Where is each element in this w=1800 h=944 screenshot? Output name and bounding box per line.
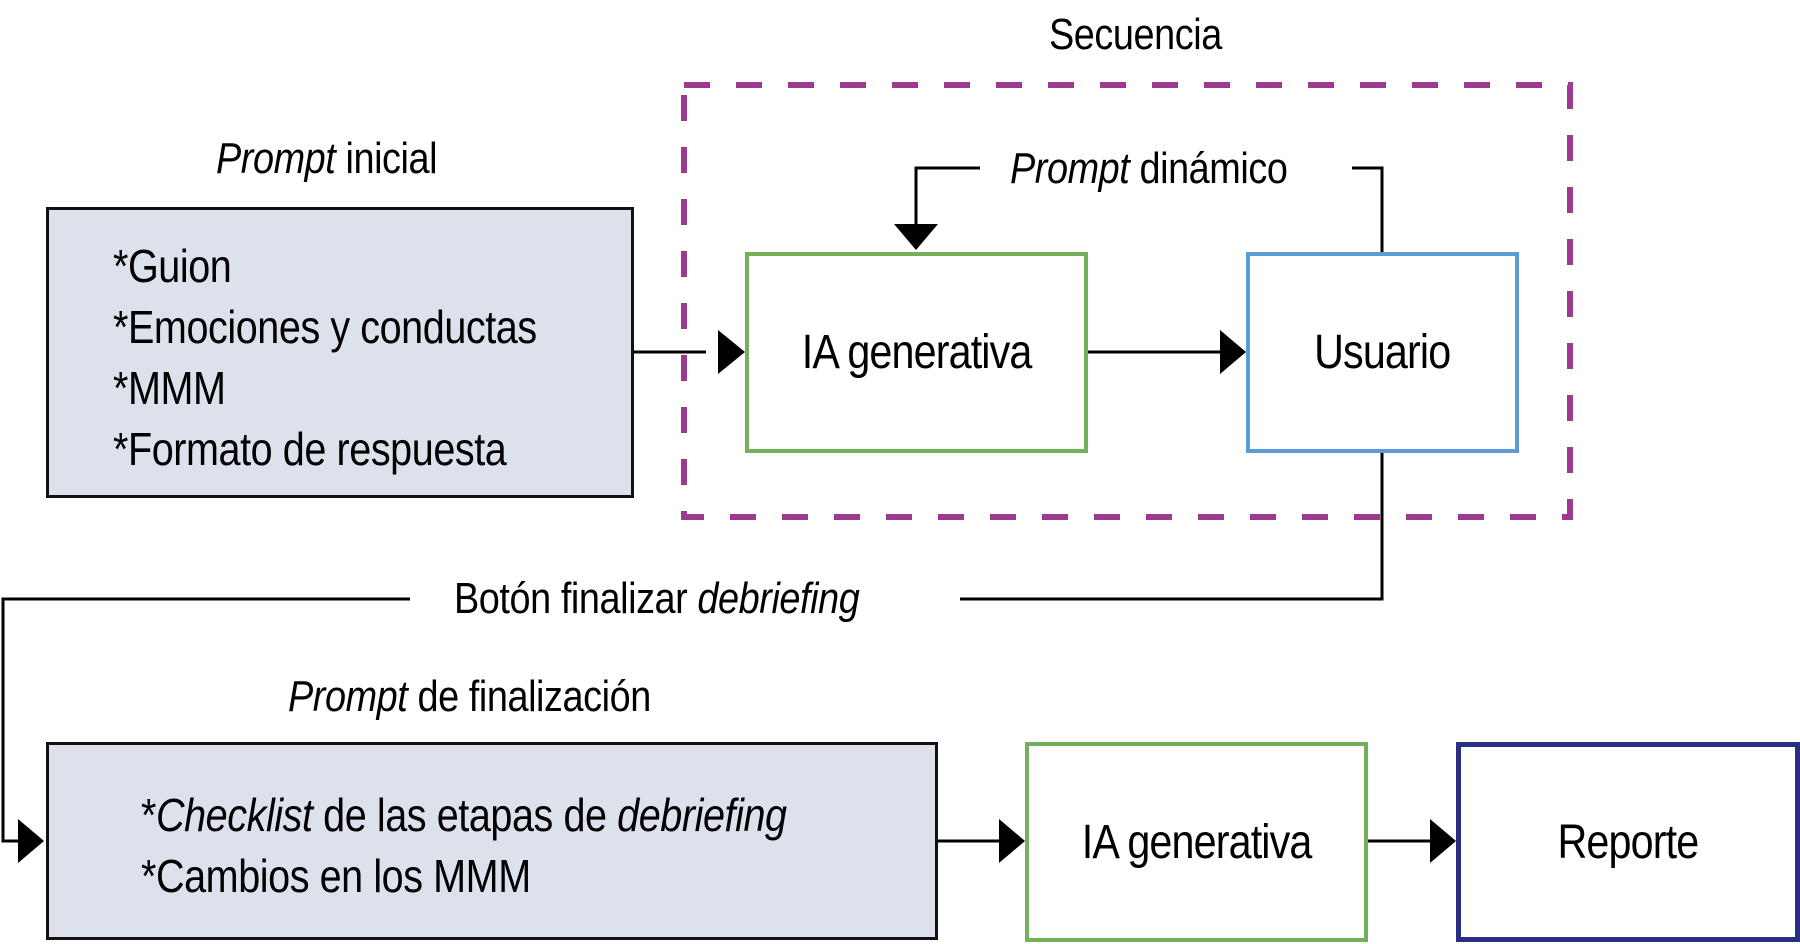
finish-line-right (960, 453, 1384, 601)
initial-prompt-item: *Emociones y conductas (113, 301, 537, 353)
arrowhead-ai-to-report (1430, 819, 1456, 863)
sequence-title: Secuencia (1049, 10, 1222, 60)
finish-debriefing-italic: debriefing (697, 574, 860, 623)
dynamic-prompt-rest: dinámico (1129, 144, 1288, 193)
final-prompt-item-middle: de las etapas de (312, 789, 618, 841)
sequence-title-text: Secuencia (1049, 10, 1222, 59)
final-prompt-item-italic1: Checklist (155, 789, 313, 841)
final-prompt-title-italic: Prompt (288, 672, 408, 721)
dynamic-prompt-italic: Prompt (1010, 144, 1130, 193)
initial-prompt-list: *Guion *Emociones y conductas *MMM *Form… (113, 236, 537, 480)
dynamic-prompt-label: Prompt dinámico (1010, 144, 1288, 194)
gen-ai-box-1: IA generativa (745, 252, 1088, 453)
arrowhead-ai-to-user (1220, 330, 1246, 374)
arrowhead-dynamic-prompt (894, 224, 938, 250)
user-label: Usuario (1314, 326, 1451, 379)
report-box: Reporte (1456, 742, 1800, 942)
initial-prompt-item: *Formato de respuesta (113, 423, 507, 475)
dynamic-prompt-loop-left (914, 166, 980, 226)
final-prompt-item-italic2: debriefing (617, 789, 787, 841)
user-box: Usuario (1246, 252, 1519, 453)
initial-prompt-item: *MMM (113, 362, 226, 414)
initial-prompt-item: *Guion (113, 240, 232, 292)
final-prompt-title-rest: de finalización (407, 672, 651, 721)
final-prompt-box: *Checklist de las etapas de debriefing *… (46, 742, 938, 940)
gen-ai-label-1: IA generativa (801, 326, 1033, 379)
final-prompt-item-prefix: * (141, 789, 156, 841)
initial-prompt-title: Prompt inicial (216, 134, 438, 184)
report-label: Reporte (1557, 815, 1700, 869)
finish-line-left (1, 597, 410, 843)
final-prompt-item-changes: *Cambios en los MMM (141, 850, 531, 902)
final-prompt-title: Prompt de finalización (288, 672, 651, 722)
initial-prompt-title-rest: inicial (335, 134, 438, 183)
final-prompt-list: *Checklist de las etapas de debriefing *… (141, 785, 787, 907)
gen-ai-box-2: IA generativa (1025, 742, 1368, 942)
initial-prompt-title-italic: Prompt (216, 134, 336, 183)
initial-prompt-box: *Guion *Emociones y conductas *MMM *Form… (46, 207, 634, 498)
gen-ai-label-2: IA generativa (1081, 815, 1313, 869)
finish-debriefing-rest: Botón finalizar (454, 574, 698, 623)
arrowhead-finish (18, 819, 44, 863)
arrowhead-final-to-ai (999, 819, 1025, 863)
finish-debriefing-label: Botón finalizar debriefing (454, 574, 860, 624)
final-prompt-item-checklist: *Checklist de las etapas de debriefing (141, 785, 787, 846)
arrowhead-initial-to-ai (718, 330, 745, 374)
dynamic-prompt-loop-right (1352, 166, 1384, 252)
sequence-dashed-border (681, 82, 1573, 520)
